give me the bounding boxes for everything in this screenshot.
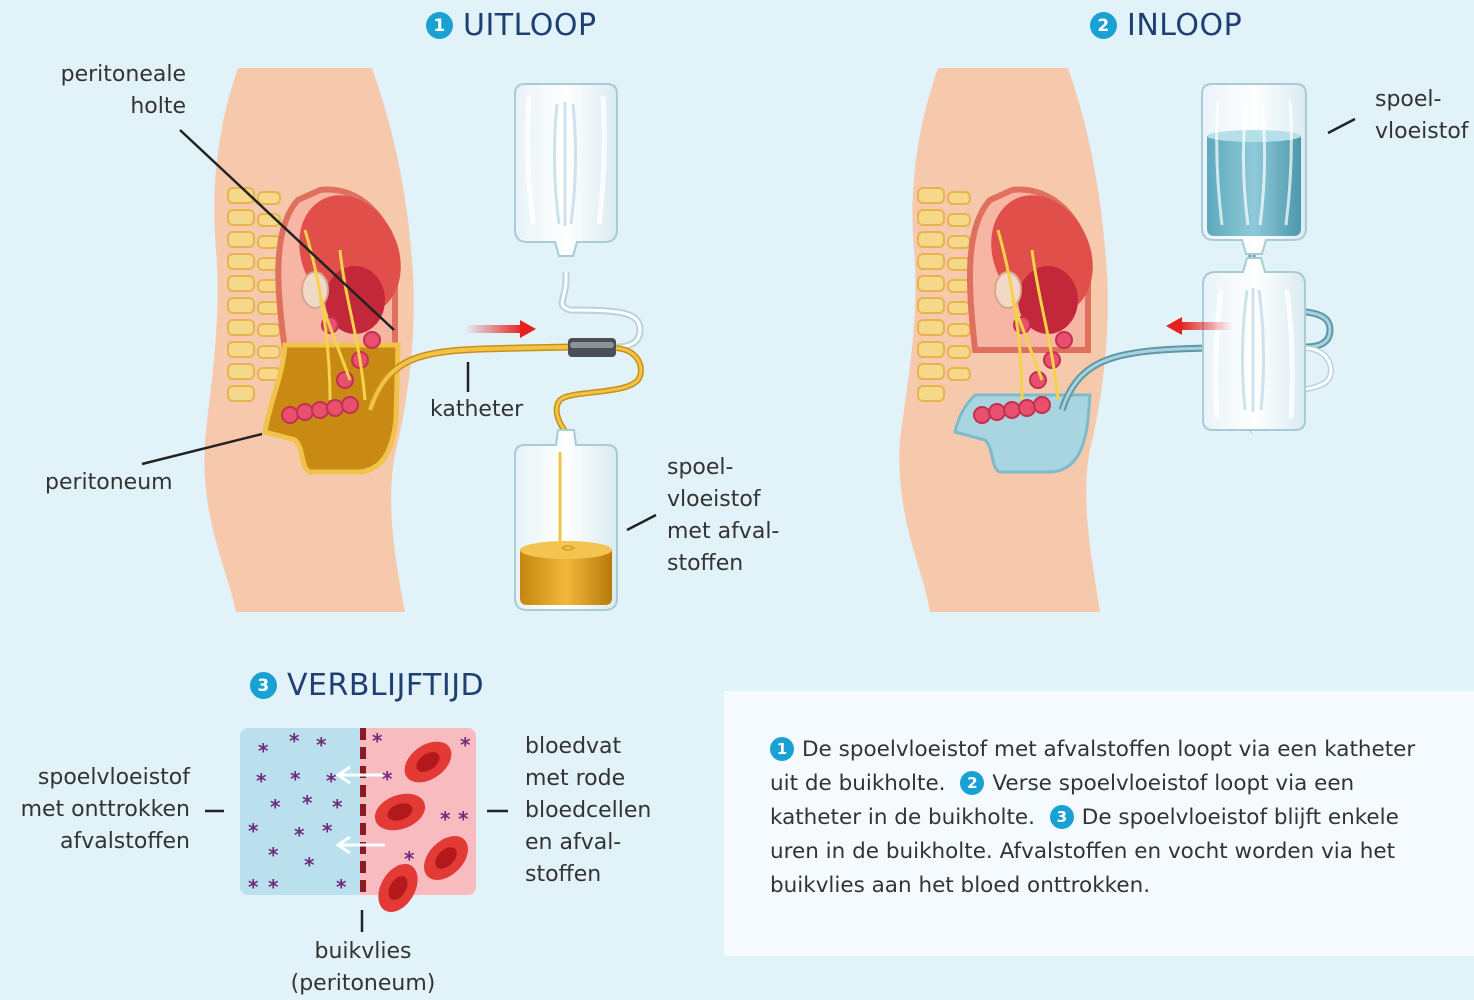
svg-text:*: * — [322, 819, 333, 843]
svg-text:*: * — [316, 733, 327, 757]
panel1-title-text: UITLOOP — [463, 8, 597, 43]
svg-text:*: * — [332, 795, 343, 819]
panel3-title: 3 VERBLIJFTIJD — [250, 668, 484, 703]
svg-text:*: * — [458, 807, 469, 831]
panel2-title: 2 INLOOP — [1090, 8, 1242, 43]
svg-text:*: * — [248, 875, 259, 899]
step-badge: 1 — [426, 12, 453, 39]
panel3-title-text: VERBLIJFTIJD — [287, 668, 484, 703]
svg-text:*: * — [440, 807, 451, 831]
svg-text:*: * — [258, 739, 269, 763]
panel1-illustration — [142, 68, 656, 612]
drain-bag-top — [515, 84, 617, 256]
step-badge: 3 — [1050, 805, 1074, 829]
svg-text:*: * — [460, 733, 471, 757]
svg-text:*: * — [336, 875, 347, 899]
step-badge: 1 — [770, 737, 794, 761]
svg-text:*: * — [268, 875, 279, 899]
panel2-illustration — [899, 68, 1355, 612]
step-badge: 3 — [250, 672, 277, 699]
empty-bag-bottom — [1203, 258, 1305, 430]
svg-text:*: * — [270, 795, 281, 819]
label-waste-bag: spoel-vloeistof met afval-stoffen — [667, 452, 779, 580]
drain-bag-bottom — [515, 430, 617, 610]
svg-text:*: * — [326, 769, 337, 793]
label-peritoneum: peritoneum — [45, 467, 173, 499]
svg-text:*: * — [256, 769, 267, 793]
svg-text:*: * — [302, 791, 313, 815]
svg-text:*: * — [382, 767, 393, 791]
svg-text:*: * — [289, 729, 300, 753]
fresh-fluid-bag — [1202, 84, 1306, 254]
svg-text:*: * — [294, 823, 305, 847]
label-membrane: buikvlies(peritoneum) — [288, 936, 438, 1000]
panel2-title-text: INLOOP — [1127, 8, 1242, 43]
panel3-illustration: *** *** *** *** ** *** *** *** — [205, 728, 508, 932]
step-badge: 2 — [960, 771, 984, 795]
svg-text:*: * — [268, 843, 279, 867]
panel1-title: 1 UITLOOP — [426, 8, 597, 43]
flow-arrow-out — [465, 320, 536, 338]
svg-text:*: * — [248, 819, 259, 843]
svg-text:*: * — [304, 853, 315, 877]
svg-text:*: * — [290, 767, 301, 791]
label-fresh-bag: spoel-vloeistof — [1375, 84, 1469, 148]
step-badge: 2 — [1090, 12, 1117, 39]
label-catheter: katheter — [430, 394, 523, 426]
svg-text:*: * — [404, 847, 415, 871]
svg-text:*: * — [372, 729, 383, 753]
